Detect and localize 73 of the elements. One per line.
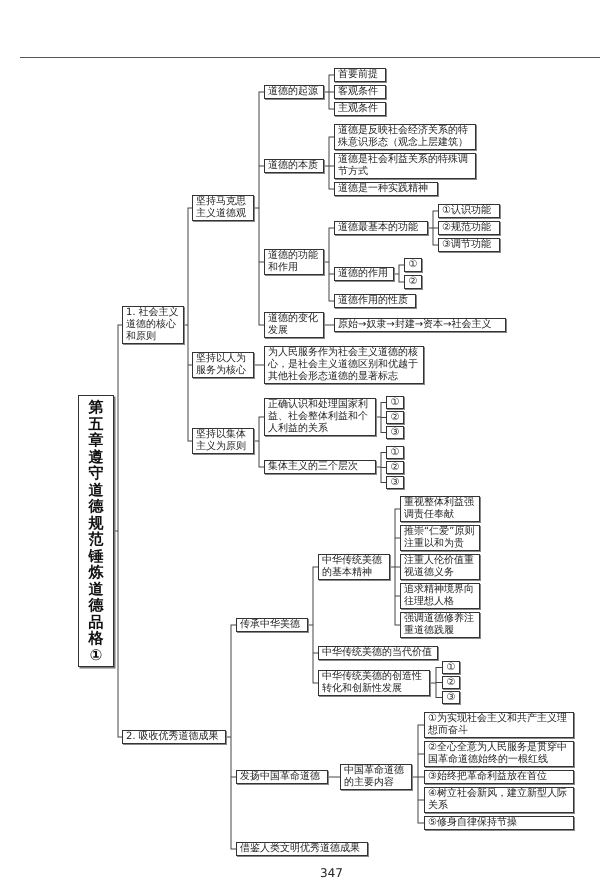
topic-box: 中华传统美德的基本精神 <box>318 554 390 580</box>
topic-box: 集体主义的三个层次 <box>264 460 376 474</box>
connector-line <box>324 262 334 302</box>
connector-line <box>254 440 264 468</box>
topic-box: 道德是一种实践精神 <box>334 182 438 196</box>
connector-line <box>324 324 334 326</box>
connector-line <box>324 92 334 110</box>
connector-line <box>376 416 386 433</box>
number-box: ① <box>386 396 404 409</box>
topic-box: 为人民服务作为社会主义道德的核心，是社会主义道德区别和优越于其他社会形态道德的显著标志 <box>264 346 424 384</box>
connector-line <box>390 566 400 626</box>
number-box: ② <box>442 676 460 689</box>
topic-box: 道德是反映社会经济关系的特殊意识形态（观念上层建筑） <box>334 124 476 150</box>
topic-box: 坚持马克思主义道德观 <box>192 195 254 221</box>
topic-box: 1. 社会主义道德的核心和原则 <box>122 306 184 344</box>
number-box: ① <box>386 446 404 459</box>
topic-box: 道德的起源 <box>264 85 324 99</box>
topic-box: 首要前提 <box>334 68 386 82</box>
topic-box: 道德的功能和作用 <box>264 249 324 275</box>
topic-box: 原始→奴隶→封建→资本→社会主义 <box>334 318 506 332</box>
number-box: ① <box>442 661 460 674</box>
topic-box: 道德的变化发展 <box>264 312 324 338</box>
topic-box: 注重人伦价值重视道德义务 <box>400 554 480 580</box>
topic-box: 客观条件 <box>334 85 386 99</box>
topic-box: ①为实现社会主义和共产主义理想而奋斗 <box>424 712 574 738</box>
connector-line <box>376 466 386 483</box>
number-box: ① <box>404 258 422 272</box>
number-box: ③ <box>442 691 460 704</box>
topic-box: 正确认识和处理国家利益、社会整体利益和个人利益的关系 <box>264 398 376 436</box>
number-box: ② <box>404 275 422 289</box>
connector-line <box>324 166 334 190</box>
topic-box: 发扬中国革命道德 <box>236 770 328 784</box>
topic-box: ②全心全意为人民服务是贯穿中国革命道德始终的一根红线 <box>424 741 574 767</box>
topic-box: 中华传统美德的当代价值 <box>318 646 438 660</box>
topic-box: 道德最基本的功能 <box>334 221 428 235</box>
connector-line <box>412 776 424 824</box>
topic-box: 重视整体利益强调责任奉献 <box>400 496 480 522</box>
chapter-title-box: 第五章遵守道德规范锤炼道德品格① <box>78 395 114 667</box>
topic-box: 道德是社会利益关系的特殊调节方式 <box>334 153 476 179</box>
number-box: ② <box>386 411 404 424</box>
topic-box: ③调节功能 <box>438 238 500 252</box>
topic-box: 传承中华美德 <box>236 618 308 632</box>
topic-box: 2. 吸收优秀道德成果 <box>122 730 226 744</box>
topic-box: 强调道德修养注重道德践履 <box>400 612 480 638</box>
connector-line <box>254 208 264 326</box>
number-box: ③ <box>386 426 404 439</box>
number-box: ② <box>386 461 404 474</box>
topic-box: ⑤修身自律保持节操 <box>424 816 574 830</box>
topic-box: 中国革命道德的主要内容 <box>340 764 412 790</box>
topic-box: 坚持以集体主义为原则 <box>192 428 254 454</box>
topic-box: 道德作用的性质 <box>334 294 416 308</box>
topic-box: ①认识功能 <box>438 204 500 218</box>
topic-box: 坚持以人为服务为核心 <box>192 352 254 378</box>
topic-box: 推崇“仁爱”原则注重以和为贵 <box>400 525 480 551</box>
topic-box: 道德的本质 <box>264 159 324 173</box>
connector-line <box>254 364 264 366</box>
connector-line <box>328 776 340 778</box>
topic-box: 中华传统美德的创造性转化和创新性发展 <box>318 670 430 696</box>
topic-box: 道德的作用 <box>334 267 394 281</box>
connector-line <box>308 624 318 684</box>
connector-line <box>114 530 122 738</box>
connector-line <box>430 682 442 698</box>
topic-box: 主观条件 <box>334 102 386 116</box>
topic-box: 借鉴人类文明优秀道德成果 <box>236 842 368 856</box>
topic-box: 追求精神境界向往理想人格 <box>400 583 480 609</box>
number-box: ③ <box>386 476 404 489</box>
connector-line <box>394 274 404 282</box>
topic-box: ③始终把革命利益放在首位 <box>424 770 574 784</box>
topic-box: ②规范功能 <box>438 221 500 235</box>
topic-box: ④树立社会新风，建立新型人际关系 <box>424 787 574 813</box>
page-number: 347 <box>320 866 343 880</box>
connector-line <box>226 736 236 850</box>
connector-line <box>428 228 438 246</box>
